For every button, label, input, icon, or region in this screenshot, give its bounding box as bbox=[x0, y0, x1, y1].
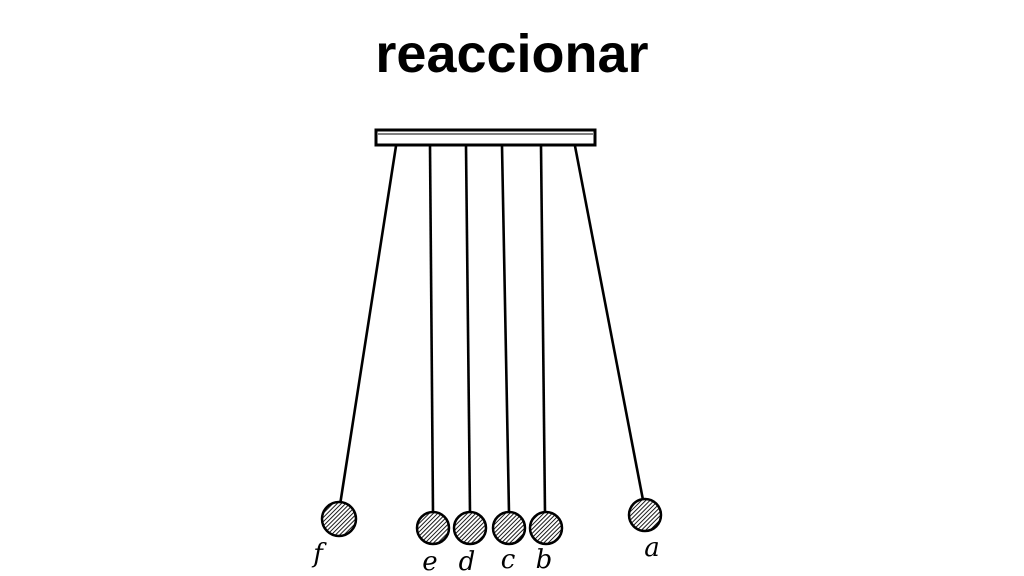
ball-f bbox=[320, 500, 358, 538]
ball-label-c: c bbox=[501, 545, 516, 575]
crossbar bbox=[374, 128, 597, 147]
ball-c bbox=[491, 510, 527, 546]
string-f bbox=[338, 145, 398, 506]
string-d bbox=[464, 145, 472, 514]
string-c bbox=[500, 145, 511, 514]
string-b bbox=[539, 145, 547, 514]
ball-d bbox=[452, 510, 488, 546]
ball-labels: f e d c b a bbox=[311, 533, 660, 576]
balls bbox=[320, 497, 663, 546]
ball-a bbox=[627, 497, 663, 533]
ball-label-d: d bbox=[459, 547, 476, 576]
ball-label-f: f bbox=[311, 539, 327, 569]
ball-label-e: e bbox=[422, 547, 437, 576]
string-e bbox=[428, 145, 435, 514]
ball-b bbox=[528, 510, 564, 546]
ball-label-a: a bbox=[644, 533, 660, 563]
ball-label-b: b bbox=[536, 545, 553, 575]
strings bbox=[338, 145, 645, 514]
slide-title: reaccionar bbox=[375, 24, 649, 84]
ball-e bbox=[415, 510, 451, 546]
string-a bbox=[573, 145, 645, 501]
